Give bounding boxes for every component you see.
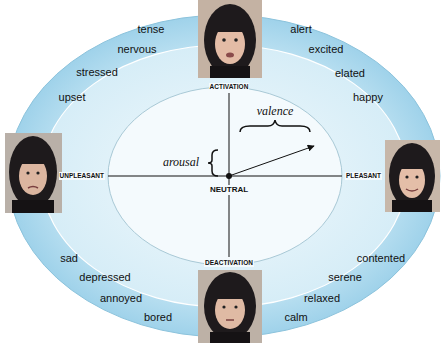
emotion-word: alert: [290, 24, 311, 35]
emotion-word: upset: [59, 92, 86, 103]
face-photo-top: [198, 0, 262, 78]
emotion-word: serene: [328, 272, 362, 283]
emotion-word: contented: [357, 253, 405, 264]
emotion-word: stressed: [76, 67, 118, 78]
affect-vector: [229, 146, 314, 176]
emotion-word: calm: [284, 312, 307, 323]
emotion-word: depressed: [79, 272, 130, 283]
axis-label: PLEASANT: [345, 172, 382, 181]
axis-label: DEACTIVATION: [204, 259, 254, 268]
emotion-word: elated: [335, 68, 365, 79]
emotion-word: tense: [138, 24, 165, 35]
dimension-label: arousal: [163, 156, 199, 168]
inner-ellipse: [108, 87, 342, 265]
emotion-word: relaxed: [304, 293, 340, 304]
emotion-word: annoyed: [100, 293, 142, 304]
emotion-word: happy: [353, 92, 383, 103]
axis-label: ACTIVATION: [209, 83, 250, 92]
axis-label: UNPLEASANT: [59, 172, 105, 181]
emotion-word: bored: [144, 312, 172, 323]
dimension-label: valence: [257, 105, 294, 117]
emotion-word: excited: [309, 44, 344, 55]
center-label: NEUTRAL: [209, 185, 249, 195]
emotion-word: sad: [60, 253, 78, 264]
face-photo-left: [5, 133, 62, 213]
middle-ellipse: [41, 45, 407, 307]
face-photo-right: [385, 140, 440, 212]
valence-brace: [240, 120, 310, 132]
face-photo-bottom: [198, 270, 262, 343]
valence-axis: [108, 176, 342, 177]
emotion-word: nervous: [117, 44, 156, 55]
arousal-brace: [208, 150, 218, 176]
